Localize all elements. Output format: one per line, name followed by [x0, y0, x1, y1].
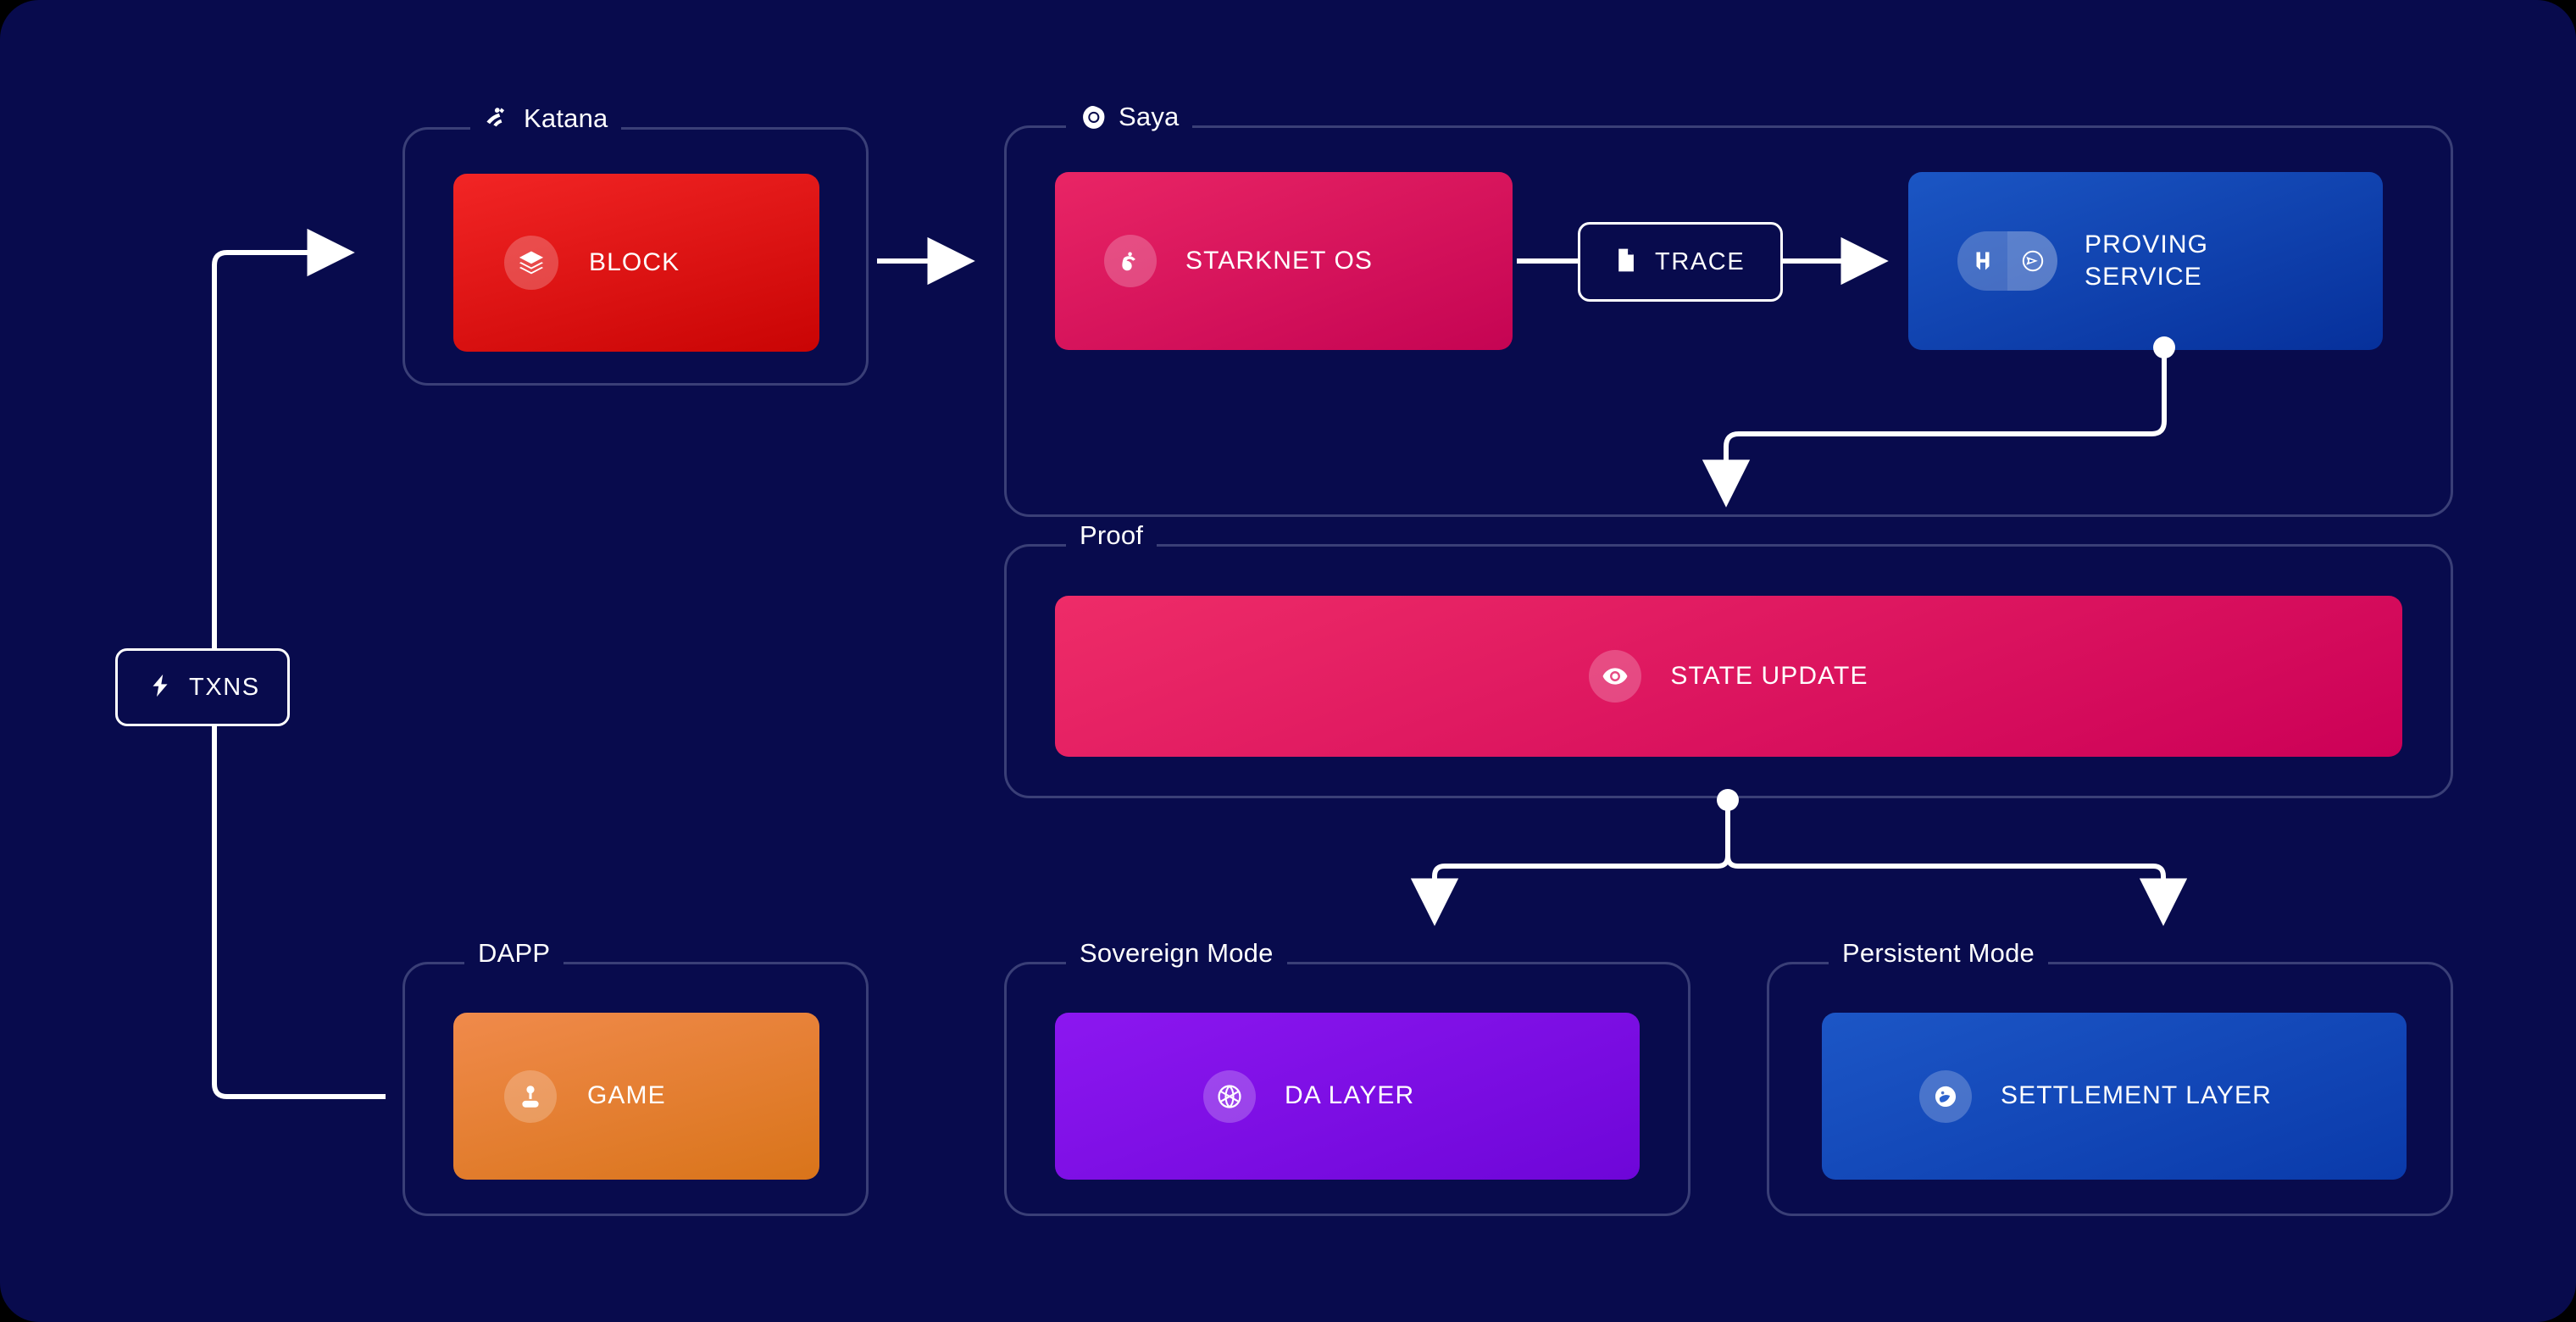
group-label-persistent-mode: Persistent Mode: [1829, 938, 2048, 969]
group-label-text: Katana: [524, 103, 608, 133]
card-label: BLOCK: [589, 247, 680, 276]
wire-state-update-branch-right: [1725, 802, 2188, 926]
group-label-text: DAPP: [478, 938, 551, 968]
group-label-text: Proof: [1080, 520, 1144, 550]
card-state-update[interactable]: STATE UPDATE: [1055, 596, 2402, 757]
group-label-dapp: DAPP: [464, 938, 564, 969]
lightning-bolt-icon: [147, 672, 174, 703]
group-label-saya: Saya: [1066, 102, 1193, 132]
card-proving-service[interactable]: PROVING SERVICE: [1908, 172, 2383, 350]
group-label-text: Sovereign Mode: [1080, 938, 1274, 968]
node-txns[interactable]: TXNS: [115, 648, 290, 726]
group-label-text: Saya: [1119, 102, 1180, 131]
starknet-icon: [1104, 235, 1157, 287]
node-label: TXNS: [189, 673, 260, 701]
card-game[interactable]: GAME: [453, 1013, 819, 1180]
card-da-layer[interactable]: DA LAYER: [1055, 1013, 1640, 1180]
card-label: PROVING SERVICE: [2085, 230, 2209, 291]
card-label: STATE UPDATE: [1670, 661, 1868, 690]
card-settlement-layer[interactable]: SETTLEMENT LAYER: [1822, 1013, 2407, 1180]
card-block[interactable]: BLOCK: [453, 174, 819, 352]
group-persistent-mode: [1767, 962, 2453, 1216]
group-saya: [1004, 125, 2453, 517]
group-label-text: Persistent Mode: [1842, 938, 2035, 968]
group-label-proof: Proof: [1066, 520, 1158, 551]
eye-icon: [1589, 650, 1642, 703]
group-katana: [402, 127, 869, 386]
saya-logo-icon: [1080, 103, 1108, 131]
group-label-sovereign-mode: Sovereign Mode: [1066, 938, 1287, 969]
herodotus-atlantic-split-icon: [1957, 231, 2057, 291]
node-label: TRACE: [1655, 247, 1746, 275]
card-label: GAME: [587, 1081, 666, 1110]
card-label: DA LAYER: [1285, 1081, 1415, 1110]
joystick-icon: [504, 1069, 557, 1123]
katana-logo-icon: [484, 104, 513, 133]
group-dapp: [402, 962, 869, 1216]
starknet-swirl-icon: [1919, 1069, 1972, 1123]
celestia-globe-icon: [1203, 1069, 1256, 1123]
group-sovereign-mode: [1004, 962, 1690, 1216]
layers-stack-icon: [504, 236, 558, 290]
card-label: STARKNET OS: [1185, 246, 1374, 275]
group-label-katana: Katana: [470, 103, 622, 134]
wire-state-update-branch-left: [1410, 802, 1730, 926]
card-label: SETTLEMENT LAYER: [2001, 1081, 2272, 1110]
card-starknet-os[interactable]: STARKNET OS: [1055, 172, 1513, 350]
node-trace[interactable]: TRACE: [1578, 222, 1783, 302]
document-file-icon: [1611, 246, 1640, 279]
